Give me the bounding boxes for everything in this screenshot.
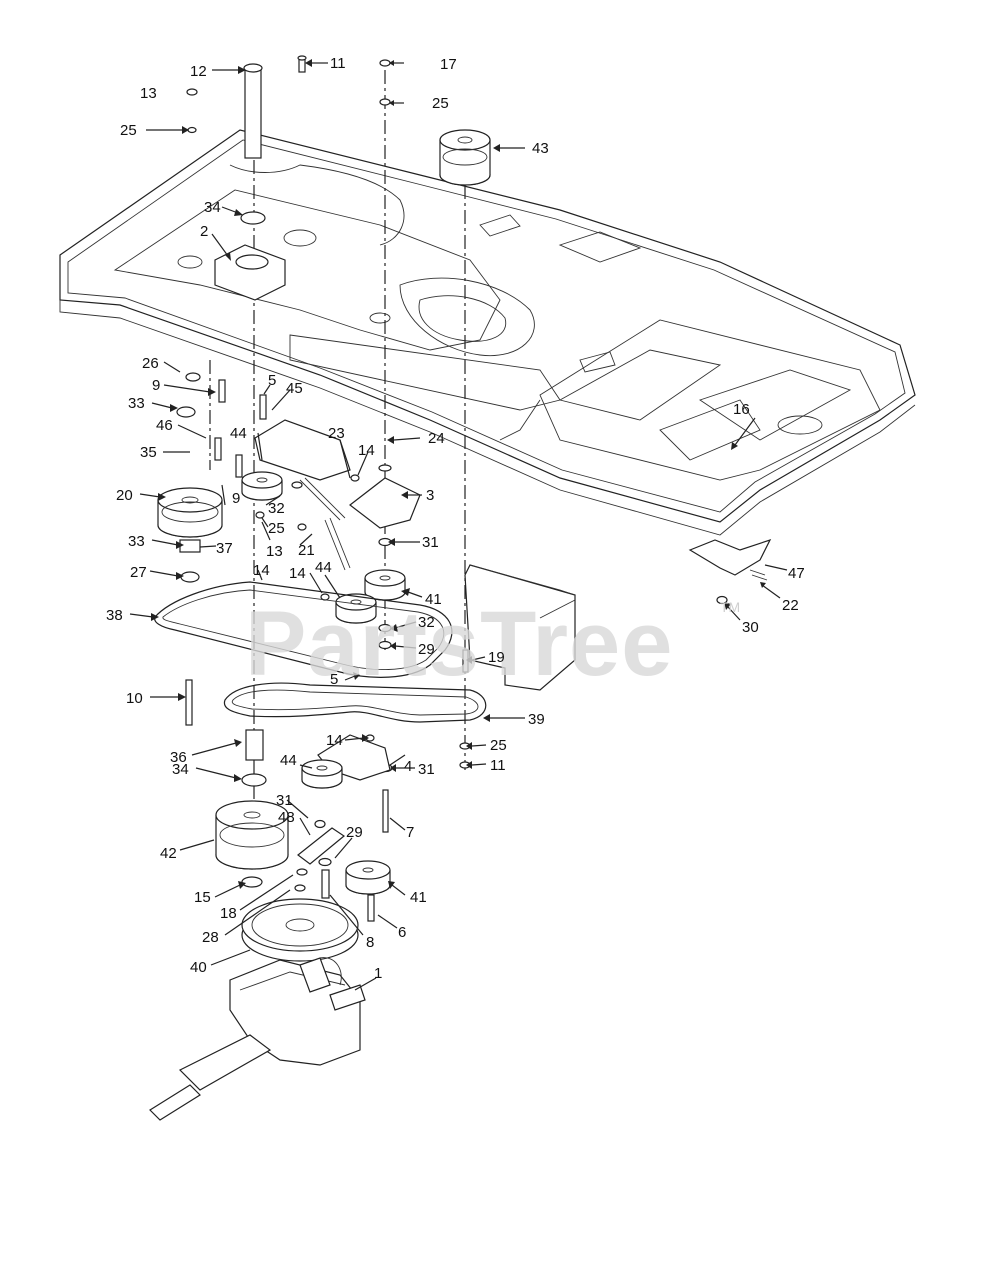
- callout-43: 43: [532, 140, 549, 157]
- callout-25: 25: [490, 737, 507, 754]
- callout-48: 48: [278, 809, 295, 826]
- callout-39: 39: [528, 711, 545, 728]
- hardware: [176, 55, 728, 922]
- callout-9: 9: [152, 377, 160, 394]
- callout-6: 6: [398, 924, 406, 941]
- callout-35: 35: [140, 444, 157, 461]
- callout-17: 17: [440, 56, 457, 73]
- callout-20: 20: [116, 487, 133, 504]
- callout-2: 2: [200, 223, 208, 240]
- callout-34: 34: [204, 199, 221, 216]
- callout-40: 40: [190, 959, 207, 976]
- callout-13: 13: [140, 85, 157, 102]
- callout-24: 24: [428, 430, 445, 447]
- callout-44: 44: [315, 559, 332, 576]
- callout-44: 44: [280, 752, 297, 769]
- callout-10: 10: [126, 690, 143, 707]
- callout-14: 14: [289, 565, 306, 582]
- callout-21: 21: [298, 542, 315, 559]
- callout-47: 47: [788, 565, 805, 582]
- callout-14: 14: [326, 732, 343, 749]
- callout-14: 14: [253, 562, 270, 579]
- callout-16: 16: [733, 401, 750, 418]
- callout-11: 11: [490, 757, 506, 774]
- callout-32: 32: [268, 500, 285, 517]
- pulleys: [157, 129, 491, 962]
- callout-19: 19: [488, 649, 505, 666]
- callout-27: 27: [130, 564, 147, 581]
- watermark-trademark: TM: [720, 599, 740, 615]
- bracket-47: [688, 538, 772, 581]
- callout-34: 34: [172, 761, 189, 778]
- callout-5: 5: [330, 671, 338, 688]
- callout-9: 9: [232, 490, 240, 507]
- callout-7: 7: [406, 824, 414, 841]
- callout-18: 18: [220, 905, 237, 922]
- callout-29: 29: [418, 641, 435, 658]
- callout-1: 1: [374, 965, 382, 982]
- callout-22: 22: [782, 597, 799, 614]
- callout-31: 31: [422, 534, 439, 551]
- deck-plate: [59, 129, 916, 536]
- callout-4: 4: [404, 758, 412, 775]
- partstree-watermark: PartsTree: [245, 593, 673, 695]
- callout-3: 3: [426, 487, 434, 504]
- callout-44: 44: [230, 425, 247, 442]
- callout-13: 13: [266, 543, 283, 560]
- callout-8: 8: [366, 934, 374, 951]
- callout-labels: 12 11 17 13 25 25 43 34 2 26 9 5 45 33 1…: [106, 55, 805, 982]
- callout-33: 33: [128, 533, 145, 550]
- callout-25: 25: [432, 95, 449, 112]
- callout-31: 31: [418, 761, 435, 778]
- callout-46: 46: [156, 417, 173, 434]
- callout-41: 41: [410, 889, 427, 906]
- callout-33: 33: [128, 395, 145, 412]
- transaxle: [149, 957, 366, 1121]
- callout-14: 14: [358, 442, 375, 459]
- callout-12: 12: [190, 63, 207, 80]
- callout-45: 45: [286, 380, 303, 397]
- callout-28: 28: [202, 929, 219, 946]
- leader-lines: [129, 59, 788, 991]
- callout-23: 23: [328, 425, 345, 442]
- callout-36: 36: [170, 749, 187, 766]
- callout-42: 42: [160, 845, 177, 862]
- callout-15: 15: [194, 889, 211, 906]
- callout-38: 38: [106, 607, 123, 624]
- callout-29: 29: [346, 824, 363, 841]
- belts: [154, 581, 487, 723]
- callout-26: 26: [142, 355, 159, 372]
- callout-31: 31: [276, 792, 293, 809]
- callout-25: 25: [120, 122, 137, 139]
- callout-41: 41: [425, 591, 442, 608]
- callout-30: 30: [742, 619, 759, 636]
- belt-guard-housing: [464, 564, 576, 691]
- callout-37: 37: [216, 540, 233, 557]
- callout-25: 25: [268, 520, 285, 537]
- callout-32: 32: [418, 614, 435, 631]
- callout-11: 11: [330, 55, 346, 72]
- callout-5: 5: [268, 372, 276, 389]
